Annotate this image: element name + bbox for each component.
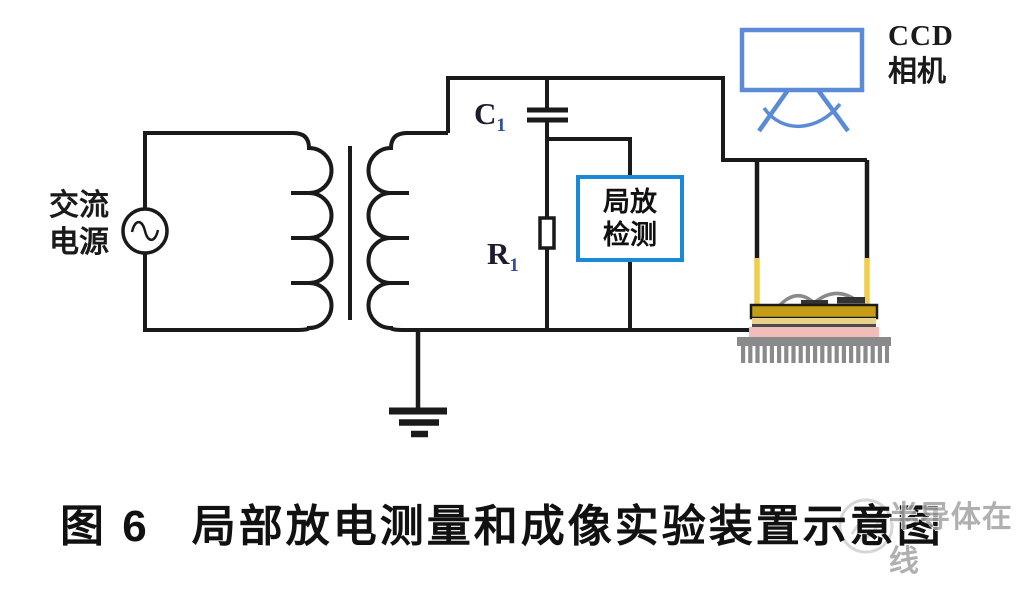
ac-source-label-line2: 电源 xyxy=(49,226,109,259)
camera-left-leg xyxy=(757,88,790,133)
ac-source-label: 交流 电源 xyxy=(36,187,122,261)
figure-caption: 图 6 局部放电测量和成像实验装置示意图 xyxy=(60,490,944,554)
device-sample xyxy=(737,291,891,363)
pd-box-label-line2: 检测 xyxy=(603,219,657,250)
heatsink xyxy=(737,337,891,363)
resistor-label: R1 xyxy=(487,236,519,277)
watermark-text: 半导体在线 xyxy=(888,501,1013,578)
dark-interface-line xyxy=(752,324,876,327)
watermark-logo-icon xyxy=(838,498,894,554)
pd-detection-box: 局放 检测 xyxy=(576,175,684,262)
primary-loop-wire xyxy=(143,131,334,332)
solder-pink-layer xyxy=(749,327,879,337)
gold-layer xyxy=(749,303,879,320)
capacitor-symbol xyxy=(527,107,568,123)
camera-body xyxy=(739,27,865,93)
chip-pad xyxy=(837,297,865,304)
electrode-yellow-tips xyxy=(754,258,870,307)
secondary-coil-ticks xyxy=(389,191,409,285)
chip-pad xyxy=(801,300,828,307)
ccd-camera-label-line2: 相机 xyxy=(888,56,947,88)
ccd-camera-label: CCD 相机 xyxy=(888,18,954,90)
secondary-coil-wire xyxy=(366,131,758,332)
figure-number: 图 6 xyxy=(60,502,150,551)
bond-wires xyxy=(777,291,865,308)
ccd-camera-icon xyxy=(739,27,865,133)
probe-wires xyxy=(754,160,870,307)
heatsink-base xyxy=(737,337,891,346)
figure-caption-text: 局部放电测量和成像实验装置示意图 xyxy=(191,502,944,551)
resistor-symbol xyxy=(538,216,556,250)
ac-source-label-line1: 交流 xyxy=(49,189,109,222)
capacitor-label: C1 xyxy=(474,96,506,137)
top-rail-wire xyxy=(446,76,867,162)
camera-lens-curve xyxy=(762,102,842,129)
watermark: 半导体在线 xyxy=(836,492,1024,580)
ac-source-symbol xyxy=(121,207,169,255)
pd-box-label-line1: 局放 xyxy=(603,186,657,217)
ccd-camera-label-line1: CCD xyxy=(888,20,954,52)
sine-wave-icon xyxy=(130,220,160,242)
light-gold-layer xyxy=(752,318,876,324)
pd-branch-wire xyxy=(547,137,632,330)
ground-symbol xyxy=(389,330,447,438)
primary-coil-ticks xyxy=(291,191,311,285)
